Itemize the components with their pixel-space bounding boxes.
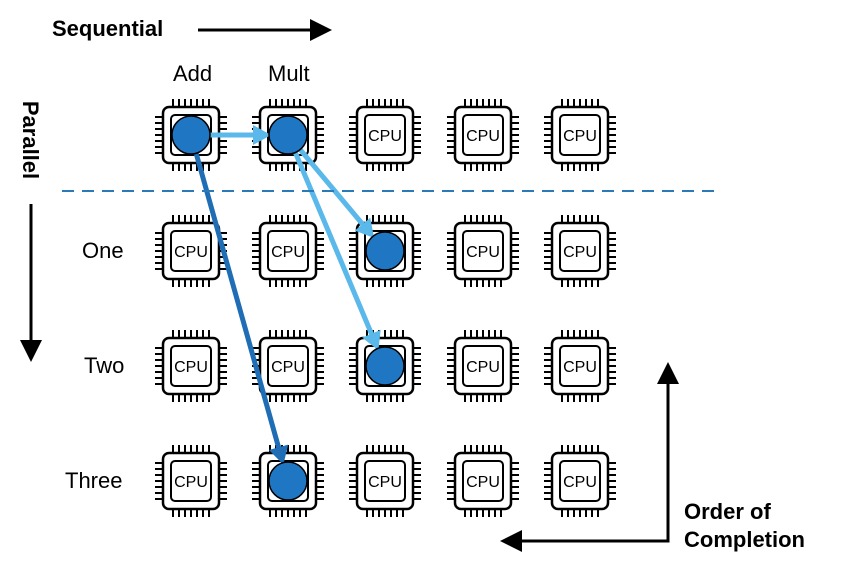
cpu-label: CPU <box>368 474 402 491</box>
cpu-chip: CPU <box>447 215 519 287</box>
dependency-arrow <box>285 132 381 351</box>
cpu-chip: CPU <box>252 215 324 287</box>
dependency-arrows <box>188 125 381 465</box>
task-marker <box>268 461 308 501</box>
cpu-label: CPU <box>174 474 208 491</box>
order-of-completion-label-line1: Order of <box>684 499 771 524</box>
order-arrowhead-left <box>500 530 522 552</box>
task-marker <box>365 346 405 386</box>
dependency-arrow <box>188 132 289 465</box>
cpu-label: CPU <box>466 474 500 491</box>
cpu-chip: CPU <box>544 215 616 287</box>
cpu-label: CPU <box>174 244 208 261</box>
row-label-three: Three <box>65 468 123 493</box>
sequential-label: Sequential <box>52 16 164 41</box>
cpu-label: CPU <box>466 359 500 376</box>
cpu-label: CPU <box>466 128 500 145</box>
cpu-chip: CPU <box>447 99 519 171</box>
cpu-chip: CPU <box>155 215 227 287</box>
cpu-label: CPU <box>271 359 305 376</box>
cpu-label: CPU <box>271 244 305 261</box>
row-label-one: One <box>82 238 124 263</box>
cpu-grid: CPU CPU CPU CPU CPU CPU CPU CPU CPU CPU CPU CPU CPU C… <box>155 99 616 517</box>
parallel-label: Parallel <box>18 101 43 179</box>
column-label-add: Add <box>173 61 213 86</box>
parallel-arrowhead <box>20 340 42 362</box>
sequential-arrowhead <box>310 19 332 41</box>
cpu-chip: CPU <box>447 445 519 517</box>
cpu-label: CPU <box>563 359 597 376</box>
cpu-label: CPU <box>563 128 597 145</box>
order-of-completion-label-line2: Completion <box>684 527 805 552</box>
cpu-chip: CPU <box>544 99 616 171</box>
cpu-chip: CPU <box>544 445 616 517</box>
cpu-chip: CPU <box>349 99 421 171</box>
order-arrowhead-up <box>657 362 679 384</box>
task-marker <box>268 115 308 155</box>
cpu-chip: CPU <box>544 330 616 402</box>
row-label-two: Two <box>84 353 125 378</box>
cpu-chip: CPU <box>155 330 227 402</box>
task-markers <box>171 115 405 501</box>
cpu-label: CPU <box>466 244 500 261</box>
column-label-mult: Mult <box>268 61 310 86</box>
cpu-chip: CPU <box>447 330 519 402</box>
cpu-chip: CPU <box>155 445 227 517</box>
task-marker <box>365 231 405 271</box>
cpu-chip: CPU <box>349 445 421 517</box>
cpu-label: CPU <box>174 359 208 376</box>
cpu-label: CPU <box>368 128 402 145</box>
cpu-label: CPU <box>563 474 597 491</box>
order-of-completion-arrow <box>515 375 670 543</box>
cpu-label: CPU <box>563 244 597 261</box>
task-marker <box>171 115 211 155</box>
